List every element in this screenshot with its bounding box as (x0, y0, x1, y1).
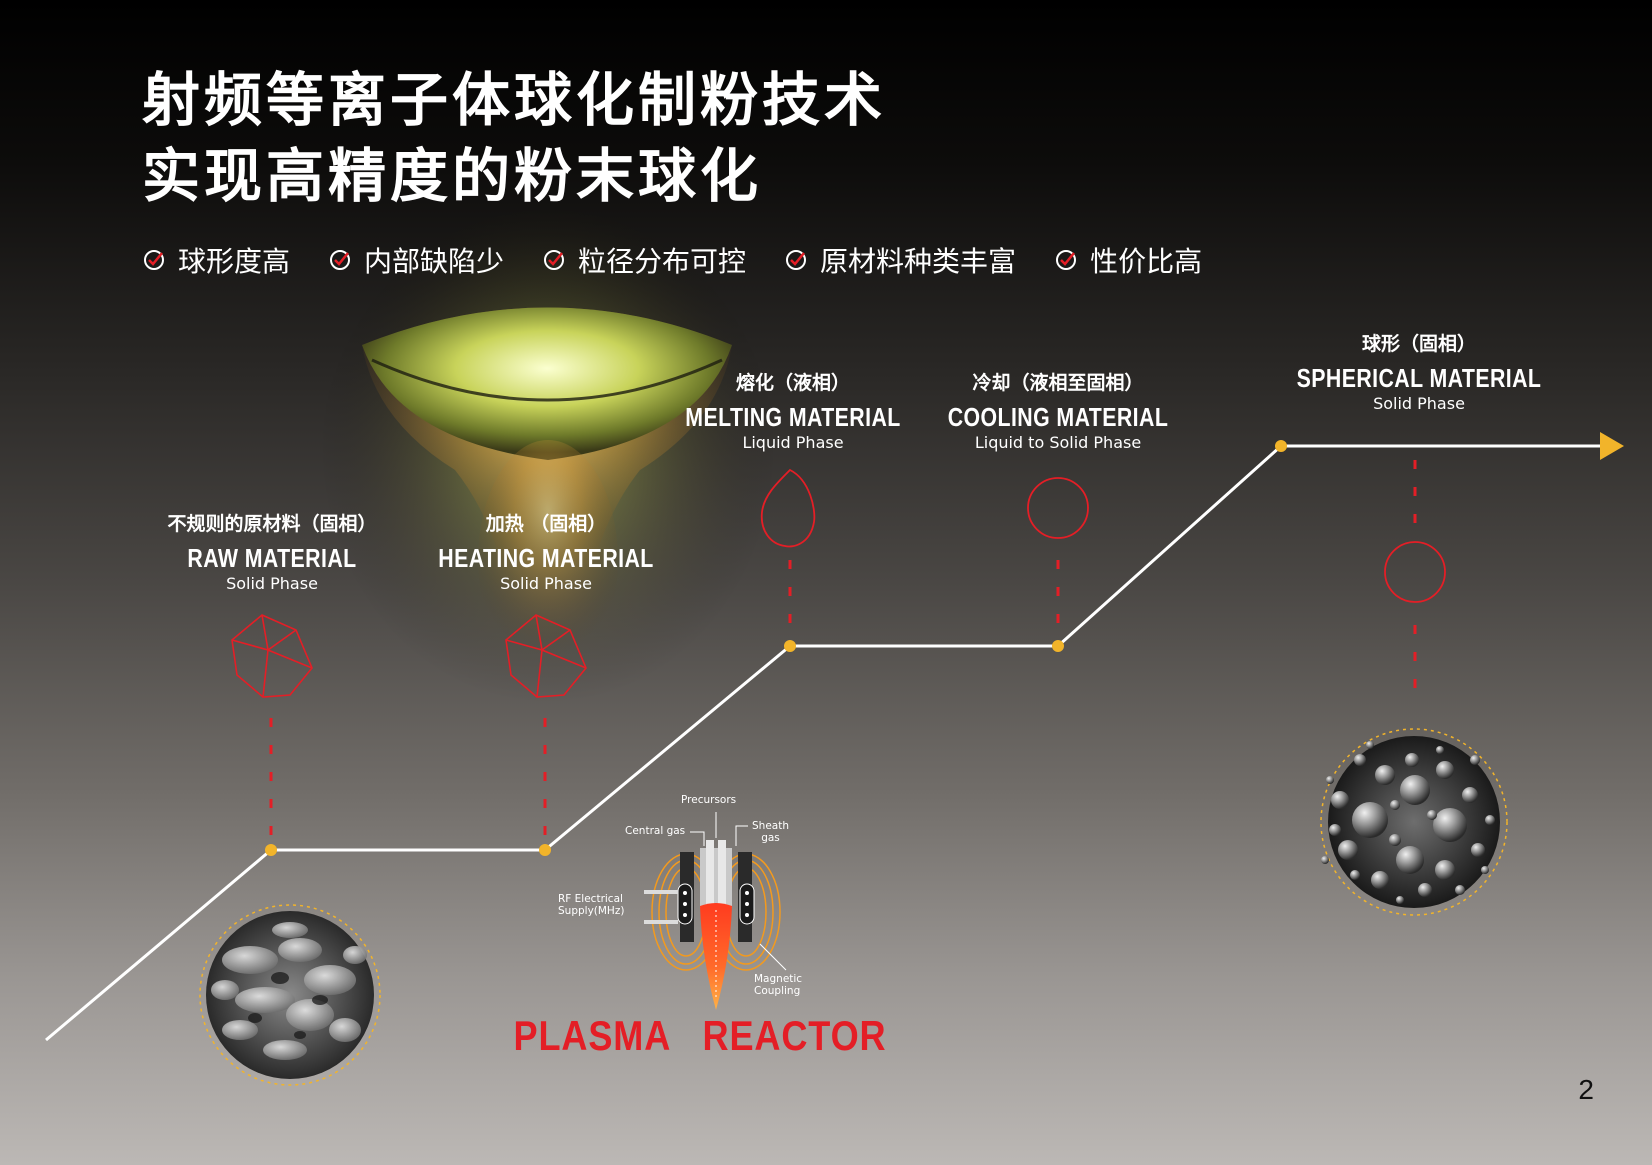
check-circle-icon (786, 250, 807, 270)
stage-cn-label: 熔化（液相） (735, 372, 850, 394)
polyhedron-icon (231, 614, 313, 698)
feature-item: 球形度高 (142, 240, 290, 280)
droplet-icon (760, 468, 816, 548)
check-circle-icon (144, 250, 164, 270)
stage-phase-label: Solid Phase (226, 574, 318, 593)
stage-melting-material: 熔化（液相） MELTING MATERIAL Liquid Phase (633, 371, 953, 452)
stage-raw-material: 不规则的原材料（固相） RAW MATERIAL Solid Phase (112, 512, 432, 593)
page-number: 2 (1578, 1074, 1594, 1105)
stage-cn-label: 加热 （固相） (485, 513, 607, 535)
feature-label: 球形度高 (178, 245, 291, 278)
node-raw (265, 844, 277, 856)
feature-item: 原材料种类丰富 (784, 240, 1016, 280)
node-cooling (1052, 640, 1064, 652)
stage-cn-label: 球形（固相） (1361, 333, 1476, 355)
stage-en-label: RAW MATERIAL (187, 543, 357, 573)
rf-supply-line-2: Supply(MHz) (558, 905, 625, 917)
feature-item: 性价比高 (1054, 240, 1202, 280)
feature-label: 粒径分布可控 (578, 245, 747, 278)
check-circle-icon (1056, 250, 1077, 270)
plasma-reactor-title: PLASMA REACTOR (513, 1012, 887, 1059)
process-nodes (265, 440, 1287, 856)
raw-powder-micrograph (199, 904, 381, 1086)
stage-en-label: HEATING MATERIAL (438, 543, 654, 573)
sheath-gas-label: Sheath gas (752, 820, 789, 844)
stage-cn-label: 冷却（液相至固相） (972, 372, 1144, 394)
magnetic-coupling-line-2: Coupling (754, 985, 801, 997)
stage-cn-label: 不规则的原材料（固相） (167, 513, 377, 535)
node-heating (539, 844, 551, 856)
check-circle-icon (544, 250, 565, 270)
feature-item: 粒径分布可控 (542, 240, 746, 280)
stage-phase-label: Solid Phase (500, 574, 592, 593)
feature-label: 性价比高 (1090, 245, 1203, 278)
title-line-2: 实现高精度的粉末球化 (142, 142, 763, 210)
stage-heating-material: 加热 （固相） HEATING MATERIAL Solid Phase (386, 512, 706, 593)
feature-label: 原材料种类丰富 (820, 245, 1017, 278)
stage-cooling-material: 冷却（液相至固相） COOLING MATERIAL Liquid to Sol… (898, 371, 1218, 452)
circle-icon (1027, 477, 1089, 539)
arrow-head-icon (1600, 432, 1624, 460)
magnetic-coupling-line-1: Magnetic (754, 973, 803, 985)
stage-phase-label: Liquid Phase (742, 433, 844, 452)
feature-list: 球形度高 内部缺陷少 粒径分布可控 原材料种类丰富 性价比高 (142, 240, 1240, 280)
check-circle-icon (330, 250, 351, 270)
node-spherical (1275, 440, 1287, 452)
spherical-powder-micrograph (1320, 728, 1508, 916)
plasma-glow (318, 210, 778, 730)
stage-spherical-material: 球形（固相） SPHERICAL MATERIAL Solid Phase (1259, 332, 1579, 413)
circle-icon (1384, 541, 1446, 603)
page-title: 射频等离子体球化制粉技术 实现高精度的粉末球化 (142, 62, 886, 214)
rf-supply-line-1: RF Electrical (558, 893, 623, 905)
magnetic-coupling-label: Magnetic Coupling (754, 973, 802, 997)
node-melting (784, 640, 796, 652)
stage-en-label: COOLING MATERIAL (947, 402, 1169, 432)
stage-connectors (269, 460, 1417, 845)
central-gas-label: Central gas (625, 825, 686, 837)
precursors-label: Precursors (681, 794, 737, 806)
feature-item: 内部缺陷少 (328, 240, 504, 280)
sheath-gas-line-2: gas (761, 832, 780, 844)
stage-phase-label: Liquid to Solid Phase (974, 433, 1142, 452)
title-line-1: 射频等离子体球化制粉技术 (142, 66, 887, 134)
stage-en-label: SPHERICAL MATERIAL (1296, 363, 1542, 393)
stage-phase-label: Solid Phase (1373, 394, 1465, 413)
stage-en-label: MELTING MATERIAL (685, 402, 901, 432)
polyhedron-icon (505, 614, 587, 698)
feature-label: 内部缺陷少 (364, 245, 505, 278)
sheath-gas-line-1: Sheath (752, 820, 789, 832)
rf-supply-label: RF Electrical Supply(MHz) (558, 893, 624, 917)
plasma-reactor-schematic (644, 812, 787, 1010)
